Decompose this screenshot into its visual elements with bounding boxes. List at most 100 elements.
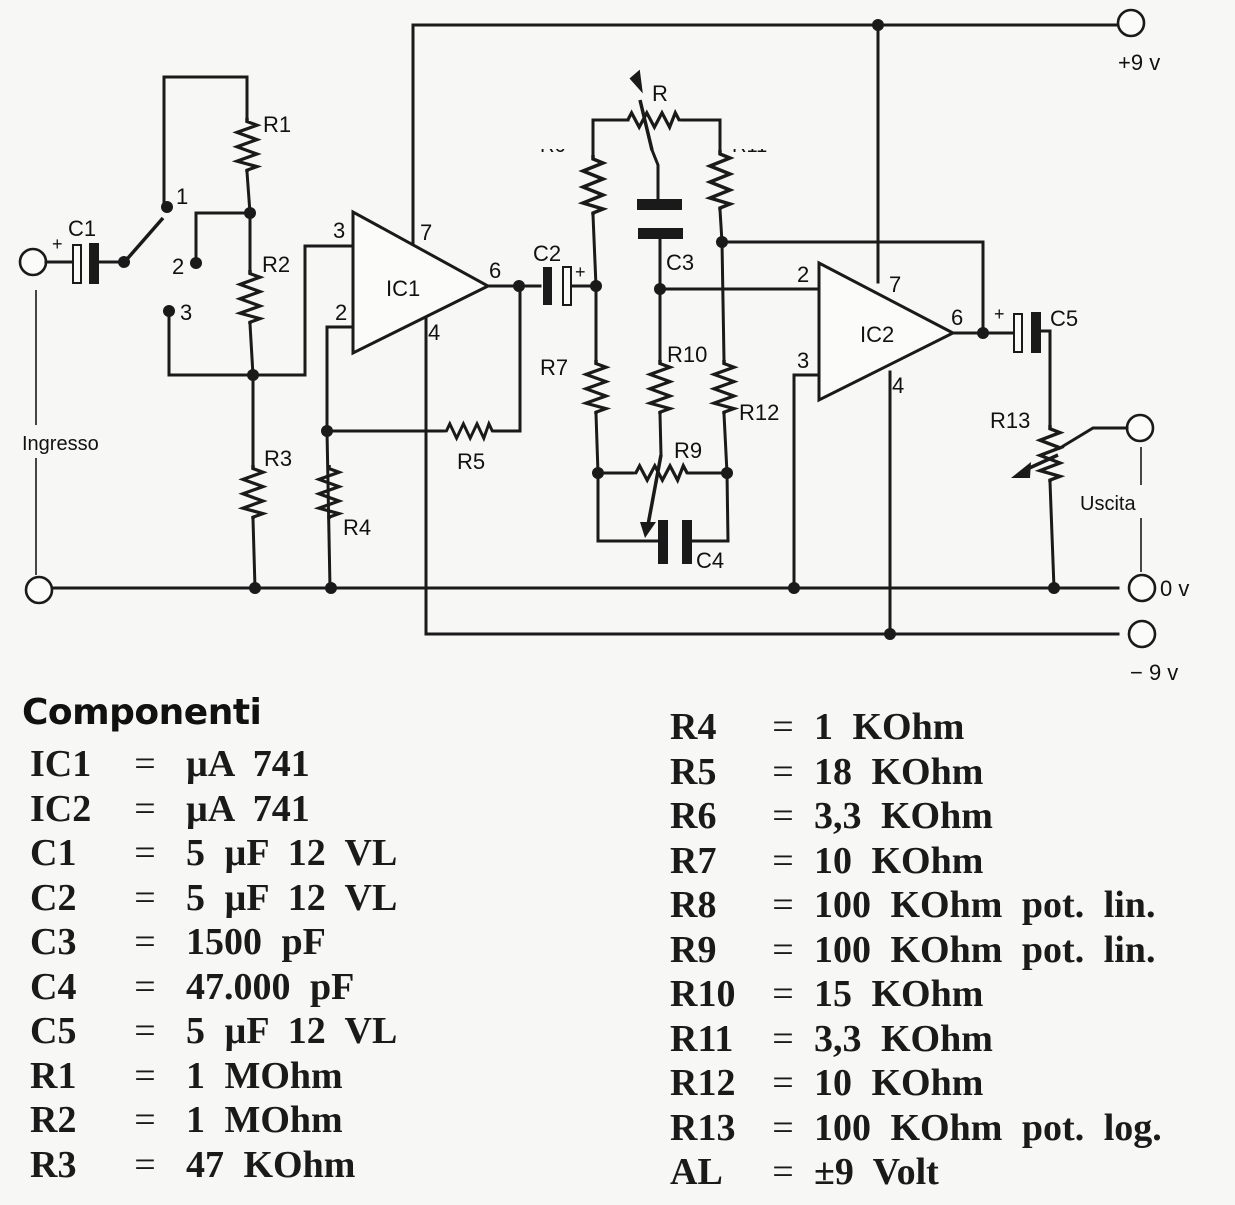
component-ref: IC2 <box>30 787 92 830</box>
neg-supply-terminal[interactable]: − 9 v <box>1127 619 1178 685</box>
component-ref: R13 <box>670 1106 736 1149</box>
resistor-r5: R5 <box>325 284 522 474</box>
component-ref: R6 <box>670 795 717 837</box>
component-ref: C3 <box>30 921 77 963</box>
svg-text:R1: R1 <box>263 112 291 137</box>
potentiometer-r8[interactable]: R <box>622 69 683 202</box>
equals-sign: = <box>772 884 794 926</box>
svg-text:7: 7 <box>889 272 901 297</box>
component-row: R6=3,3 KOhm <box>670 794 1162 839</box>
component-value: 1 MOhm <box>186 1054 343 1097</box>
ground-terminal[interactable]: 0 v <box>1127 573 1189 603</box>
component-row: R9=100 KOhm pot. lin. <box>670 928 1162 973</box>
component-row: R1 = 1 MOhm <box>30 1054 397 1099</box>
component-row: C3=1500 pF <box>30 920 397 965</box>
component-ref: R10 <box>670 973 736 1015</box>
component-value: 5 µF 12 VL <box>186 876 398 919</box>
resistor-r12: R12 <box>712 240 779 475</box>
component-value: 1 MOhm <box>186 1099 343 1141</box>
component-value: 1500 pF <box>186 921 326 963</box>
equals-sign: = <box>772 1106 794 1149</box>
svg-text:C2: C2 <box>533 241 561 266</box>
svg-text:R6: R6 <box>540 135 566 157</box>
svg-text:R4: R4 <box>343 515 371 540</box>
svg-text:2: 2 <box>797 262 809 287</box>
component-row: R3=47 KOhm <box>30 1143 397 1188</box>
equals-sign: = <box>772 795 794 837</box>
equals-sign: = <box>772 1151 794 1193</box>
pos-supply-rail <box>411 19 1120 284</box>
resistor-r11: R11 <box>708 135 767 244</box>
svg-text:C4: C4 <box>696 548 724 573</box>
svg-text:+: + <box>52 234 63 254</box>
component-value: 15 KOhm <box>814 973 984 1015</box>
opamp-ic2: IC2 2 3 7 4 6 <box>797 260 963 403</box>
svg-text:R7: R7 <box>540 355 568 380</box>
component-value: ±9 Volt <box>814 1151 939 1193</box>
equals-sign: = <box>772 839 794 882</box>
component-value: 10 KOhm <box>814 839 984 882</box>
component-ref: R7 <box>670 839 717 882</box>
neg-supply-label: − 9 v <box>1130 660 1178 685</box>
component-row: R5=18 KOhm <box>670 750 1162 795</box>
component-value: 100 KOhm pot. log. <box>814 1106 1162 1149</box>
equals-sign: = <box>134 1054 156 1097</box>
resistor-r10: R10 <box>648 287 707 457</box>
component-row: C4=47.000 pF <box>30 965 397 1010</box>
component-ref: R1 <box>30 1054 77 1097</box>
input-selector-switch[interactable]: 1 2 3 <box>118 75 255 377</box>
component-row: R12=10 KOhm <box>670 1061 1162 1106</box>
capacitor-c4: C4 <box>596 471 730 573</box>
component-row: R10=15 KOhm <box>670 972 1162 1017</box>
component-ref: R2 <box>30 1099 77 1141</box>
input-terminal[interactable]: Ingresso <box>18 247 99 605</box>
component-row: IC1=µA 741 <box>30 742 397 787</box>
component-row: R13 = 100 KOhm pot. log. <box>670 1106 1162 1151</box>
wire-to-ic1-noninv <box>251 244 354 377</box>
resistor-r4: R4 <box>317 463 371 540</box>
svg-text:R3: R3 <box>264 446 292 471</box>
pos-supply-label: +9 v <box>1118 50 1160 75</box>
component-value: µA 741 <box>186 743 310 785</box>
svg-text:2: 2 <box>172 254 184 279</box>
component-ref: C2 <box>30 876 77 919</box>
svg-text:C1: C1 <box>68 216 96 241</box>
capacitor-c3: C3 <box>637 199 694 291</box>
input-label: Ingresso <box>22 433 99 455</box>
svg-text:C3: C3 <box>666 250 694 275</box>
component-ref: R5 <box>670 750 717 793</box>
potentiometer-r13[interactable]: R13 <box>990 408 1129 590</box>
resistor-r7: R7 <box>540 284 608 475</box>
component-row: AL=±9 Volt <box>670 1150 1162 1195</box>
svg-text:IC1: IC1 <box>386 276 420 301</box>
equals-sign: = <box>134 743 156 785</box>
capacitor-c2: + C2 <box>533 241 598 306</box>
potentiometer-r9[interactable]: R9 <box>596 438 729 538</box>
neg-supply-rail <box>424 316 1120 640</box>
component-value: 47 KOhm <box>186 1143 356 1186</box>
component-row: R11=3,3 KOhm <box>670 1017 1162 1062</box>
equals-sign: = <box>134 832 156 874</box>
output-terminal[interactable]: Uscita <box>1080 413 1155 572</box>
pos-supply-terminal[interactable]: +9 v <box>1116 8 1160 75</box>
svg-text:6: 6 <box>489 258 501 283</box>
svg-text:C5: C5 <box>1050 306 1078 331</box>
component-ref: R3 <box>30 1143 77 1186</box>
equals-sign: = <box>134 1099 156 1141</box>
component-value: 5 µF 12 VL <box>186 832 398 874</box>
component-row: IC2 = µA 741 <box>30 787 397 832</box>
equals-sign: = <box>772 928 794 971</box>
component-value: µA 741 <box>186 787 310 830</box>
svg-text:+: + <box>575 262 586 282</box>
svg-text:3: 3 <box>180 300 192 325</box>
component-value: 10 KOhm <box>814 1062 984 1104</box>
component-value: 5 µF 12 VL <box>186 1010 398 1052</box>
equals-sign: = <box>772 750 794 793</box>
component-row: R7 = 10 KOhm <box>670 839 1162 884</box>
component-value: 100 KOhm pot. lin. <box>814 884 1156 926</box>
resistor-r3: R3 <box>241 373 292 590</box>
equals-sign: = <box>134 787 156 830</box>
output-label: Uscita <box>1080 493 1136 515</box>
